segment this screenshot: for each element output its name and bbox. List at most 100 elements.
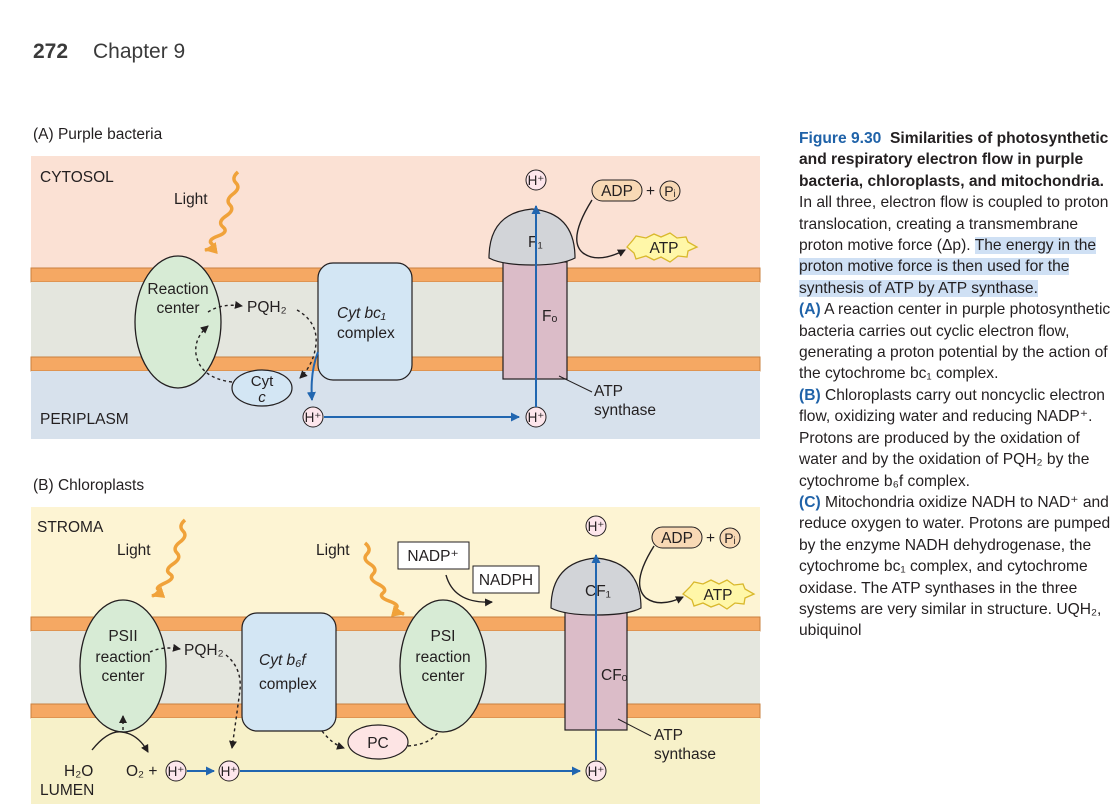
panel-a-title: (A) Purple bacteria <box>33 126 163 143</box>
caption-section-b: Chloroplasts carry out noncyclic electro… <box>799 386 1105 490</box>
light-arrow-psii <box>151 518 187 598</box>
periplasm-region <box>31 371 760 439</box>
nadp-box <box>397 541 470 570</box>
proton-label-b1: H⁺ <box>168 764 185 779</box>
proton-label-b4: H⁺ <box>588 519 605 534</box>
cyt-bc1-label: Cyt bc₁ <box>337 305 386 322</box>
plus-label-b: + <box>706 530 715 547</box>
atp-synthase-label-2: synthase <box>594 402 656 419</box>
chapter-label: Chapter 9 <box>93 40 186 63</box>
h2o-label: H₂O <box>64 763 93 780</box>
proton-label-1: H⁺ <box>305 410 322 425</box>
pc-label: PC <box>367 735 389 752</box>
psi-label-3: center <box>421 668 464 685</box>
plastocyanin <box>347 724 409 760</box>
o2-label: O₂ + <box>126 763 157 780</box>
atp-burst-b <box>681 579 756 610</box>
adp-to-atp-arrow <box>576 199 626 259</box>
light-label-psii: Light <box>117 542 151 559</box>
b6f-to-pc-arrow <box>321 730 345 750</box>
cytosol-label: CYTOSOL <box>40 169 114 186</box>
proton-label-2: H⁺ <box>528 410 545 425</box>
lumen-label: LUMEN <box>40 782 94 799</box>
proton-cytosol <box>525 169 547 191</box>
reaction-center-label-2: center <box>156 300 199 317</box>
fo-label: Fₒ <box>542 308 557 325</box>
figure-title: Similarities of photosynthetic and respi… <box>799 130 1109 190</box>
cyt-c-label-2: c <box>258 389 266 406</box>
cyt-b6f-complex <box>241 612 337 732</box>
section-a-label: (A) <box>799 301 821 319</box>
plus-label: + <box>646 183 655 200</box>
water-oxidation-arrow <box>91 731 149 753</box>
pi-badge-b <box>719 527 741 549</box>
panel-b: STROMA LUMEN Light Light PSII reaction c… <box>30 507 761 804</box>
adp-badge <box>591 179 643 202</box>
light-arrow-psi <box>363 541 405 617</box>
proton-label-b2: H⁺ <box>221 764 238 779</box>
proton-stroma <box>585 515 607 537</box>
psi-label-1: PSI <box>431 628 456 645</box>
proton-lumen-2 <box>218 760 240 782</box>
atp-synthase-label-b1: ATP <box>654 727 683 744</box>
adp-badge-b <box>651 526 703 549</box>
stroma-label: STROMA <box>37 519 104 536</box>
pqh2-label: PQH₂ <box>247 299 287 316</box>
cyt-c <box>231 369 293 407</box>
light-label-psi: Light <box>316 542 350 559</box>
proton-periplasm-1 <box>302 406 324 428</box>
caption-intro: In all three, electron flow is coupled t… <box>799 194 1109 255</box>
cyt-bc1-complex <box>317 262 413 381</box>
pqh2-to-cytc-arrow <box>296 309 317 379</box>
atp-burst <box>626 232 699 263</box>
panel-a: CYTOSOL PERIPLASM Light Reaction center … <box>30 156 761 439</box>
nadph-box <box>472 565 540 594</box>
adp-to-atp-arrow-b <box>638 545 684 604</box>
psii-label-3: center <box>101 668 144 685</box>
psii-label-1: PSII <box>108 628 137 645</box>
caption-section-c: Mitochondria oxidize NADH to NAD⁺ and re… <box>799 493 1111 640</box>
reaction-center-label-1: Reaction <box>147 281 208 298</box>
pi-label: Pᵢ <box>664 183 676 199</box>
figure-diagram: CYTOSOL PERIPLASM Light Reaction center … <box>30 156 761 804</box>
adp-label-b: ADP <box>661 530 693 547</box>
light-arrow <box>204 170 240 254</box>
cyt-bc1-complex-label: complex <box>337 325 395 342</box>
atp-synthase-label-1: ATP <box>594 383 623 400</box>
caption-section-a: A reaction center in purple photosynthet… <box>799 301 1111 383</box>
atp-label-b: ATP <box>704 587 733 604</box>
proton-label-b3: H⁺ <box>588 764 605 779</box>
atp-synthase-leader-b <box>617 718 652 737</box>
adp-label: ADP <box>601 183 633 200</box>
psi-label-2: reaction <box>415 649 470 666</box>
section-c-label: (C) <box>799 493 821 511</box>
f1-subunit <box>488 208 576 266</box>
panel-b-title: (B) Chloroplasts <box>33 477 145 494</box>
section-b-label: (B) <box>799 386 821 404</box>
cytc-to-rc-arrow <box>195 325 233 383</box>
cf1-label: CF₁ <box>585 583 611 600</box>
proton-lumen-1 <box>165 760 187 782</box>
complex-proton-arrow <box>306 351 319 401</box>
pi-badge <box>659 180 681 202</box>
atp-synthase-label-b2: synthase <box>654 746 716 763</box>
cyt-b6f-complex-label: complex <box>259 676 317 693</box>
pi-label-b: Pᵢ <box>724 530 736 546</box>
page-number: 272 <box>33 40 69 63</box>
figure-caption: Figure 9.30 Similarities of photosynthet… <box>799 128 1111 642</box>
rc-to-pqh2-arrow <box>207 301 243 313</box>
psi-reaction-center <box>399 599 487 733</box>
proton-label-3: H⁺ <box>528 173 545 188</box>
psii-label-2: reaction <box>95 649 150 666</box>
cyt-c-label-1: Cyt <box>251 373 274 390</box>
light-label: Light <box>174 191 208 208</box>
proton-lumen-3 <box>585 760 607 782</box>
pqh2-to-lumen-arrow <box>225 654 241 749</box>
nadp-to-nadph-arrow <box>445 574 493 607</box>
cyt-b6f-label: Cyt b₆f <box>259 652 307 669</box>
nadph-label: NADPH <box>479 572 533 589</box>
psii-reaction-center <box>79 599 167 733</box>
atp-synthase-leader <box>558 375 593 393</box>
cfo-label: CFₒ <box>601 667 628 684</box>
pqh2-label-b: PQH₂ <box>184 642 224 659</box>
